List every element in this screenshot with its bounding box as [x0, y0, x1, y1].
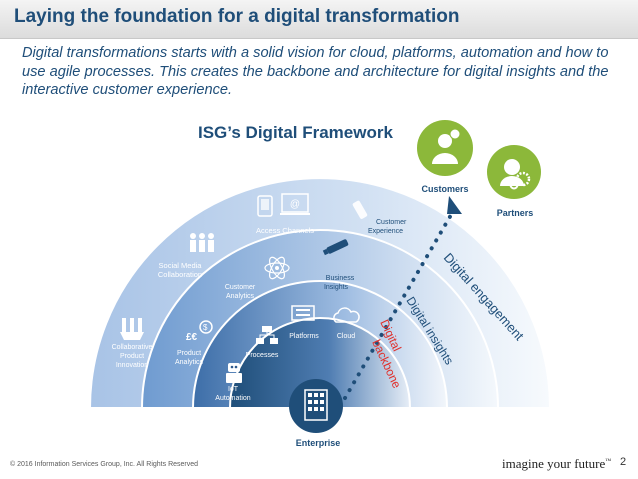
label-access-channels: Access Channels [256, 226, 314, 235]
page-number: 2 [620, 456, 627, 468]
platforms-icon [291, 305, 315, 321]
svg-text:@: @ [290, 199, 300, 210]
label-customer-experience-2: Experience [368, 228, 403, 235]
tablet-icon [257, 195, 273, 217]
label-automation: Automation [215, 395, 251, 402]
label-partners: Partners [497, 208, 534, 218]
label-cloud: Cloud [337, 333, 355, 340]
flowchart-icon [256, 326, 278, 344]
slide-subtitle: Digital transformations starts with a so… [22, 45, 609, 98]
label-social-media-1: Social Media [159, 261, 203, 270]
telescope-icon [322, 239, 349, 256]
partner-gear-icon [500, 159, 531, 190]
framework-title: ISG’s Digital Framework [198, 123, 393, 142]
label-collab-innovation-2: Product [120, 353, 144, 360]
copyright-notice: © 2016 Information Services Group, Inc. … [10, 461, 199, 468]
label-collab-innovation-1: Collaborative [112, 344, 153, 351]
remote-control-icon [352, 200, 368, 219]
svg-text:$: $ [203, 323, 208, 332]
label-customer-experience-1: Customer [376, 219, 407, 226]
label-enterprise: Enterprise [296, 438, 341, 448]
svg-text:£€: £€ [186, 332, 198, 343]
label-iot: IoT [228, 386, 239, 393]
arrow-head [447, 196, 462, 214]
transformation-arrow [343, 206, 457, 400]
tagline-text: imagine your future [502, 456, 606, 471]
label-customer-analytics-1: Customer [225, 284, 256, 291]
label-collab-innovation-3: Innovation [116, 362, 148, 369]
label-platforms: Platforms [289, 333, 319, 340]
label-business-insights-1: Business [326, 275, 355, 282]
laptop-email-icon: @ [280, 193, 310, 215]
title-bar: Laying the foundation for a digital tran… [0, 0, 638, 39]
label-customers: Customers [421, 184, 468, 194]
label-processes: Processes [246, 352, 279, 359]
label-social-media-2: Collaboration [158, 270, 202, 279]
label-business-insights-2: Insights [324, 284, 349, 291]
people-group-icon [190, 233, 214, 252]
customer-person-icon [432, 128, 461, 164]
enterprise-node [289, 379, 343, 433]
building-icon [304, 389, 328, 421]
label-customer-analytics-2: Analytics [226, 293, 255, 300]
hands-icon [120, 318, 144, 340]
label-product-analytics-2: Analytics [175, 359, 204, 366]
robot-icon [226, 363, 242, 383]
trademark-symbol: ™ [605, 458, 612, 465]
cloud-icon [333, 307, 360, 323]
currency-magnifier-icon: £€ $ [186, 320, 213, 343]
slide-title: Laying the foundation for a digital tran… [14, 6, 460, 27]
label-product-analytics-1: Product [177, 350, 201, 357]
footer-tagline: imagine your future™ [502, 456, 611, 472]
atom-icon [264, 256, 290, 280]
